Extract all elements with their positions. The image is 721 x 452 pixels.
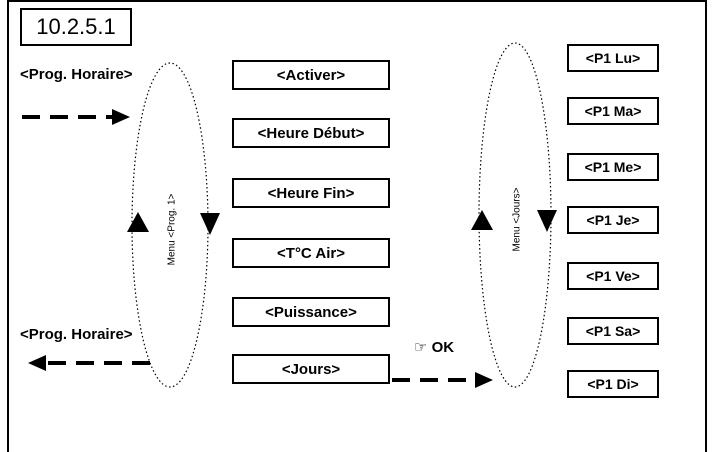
day-item-me[interactable]: <P1 Me> <box>567 153 659 181</box>
day-item-lu[interactable]: <P1 Lu> <box>567 44 659 72</box>
up-arrow-prog <box>127 212 149 232</box>
down-arrow-jours <box>537 210 557 232</box>
prog-horaire-label-top: <Prog. Horaire> <box>20 66 133 83</box>
menu-item-heure-fin[interactable]: <Heure Fin> <box>232 178 390 208</box>
day-item-ve[interactable]: <P1 Ve> <box>567 262 659 290</box>
arrow-head-jours <box>475 372 493 388</box>
ok-label: ☞ OK <box>414 339 455 356</box>
menu-item-jours[interactable]: <Jours> <box>232 354 390 384</box>
diagram-frame <box>7 0 707 452</box>
day-item-ma[interactable]: <P1 Ma> <box>567 97 659 125</box>
arrow-head-in <box>112 109 130 125</box>
down-arrow-prog <box>200 213 220 235</box>
reference-number: 10.2.5.1 <box>20 8 132 46</box>
up-arrow-jours <box>471 210 493 230</box>
menu-prog-label: Menu <Prog. 1> <box>166 193 178 266</box>
prog-horaire-label-bottom: <Prog. Horaire> <box>20 326 133 343</box>
arrow-head-out <box>28 355 46 371</box>
menu-item-temp-air[interactable]: <T°C Air> <box>232 238 390 268</box>
day-item-je[interactable]: <P1 Je> <box>567 206 659 234</box>
menu-jours-label: Menu <Jours> <box>511 187 523 252</box>
day-item-di[interactable]: <P1 Di> <box>567 370 659 398</box>
menu-item-puissance[interactable]: <Puissance> <box>232 297 390 327</box>
day-item-sa[interactable]: <P1 Sa> <box>567 317 659 345</box>
menu-item-activer[interactable]: <Activer> <box>232 60 390 90</box>
menu-item-heure-debut[interactable]: <Heure Début> <box>232 118 390 148</box>
